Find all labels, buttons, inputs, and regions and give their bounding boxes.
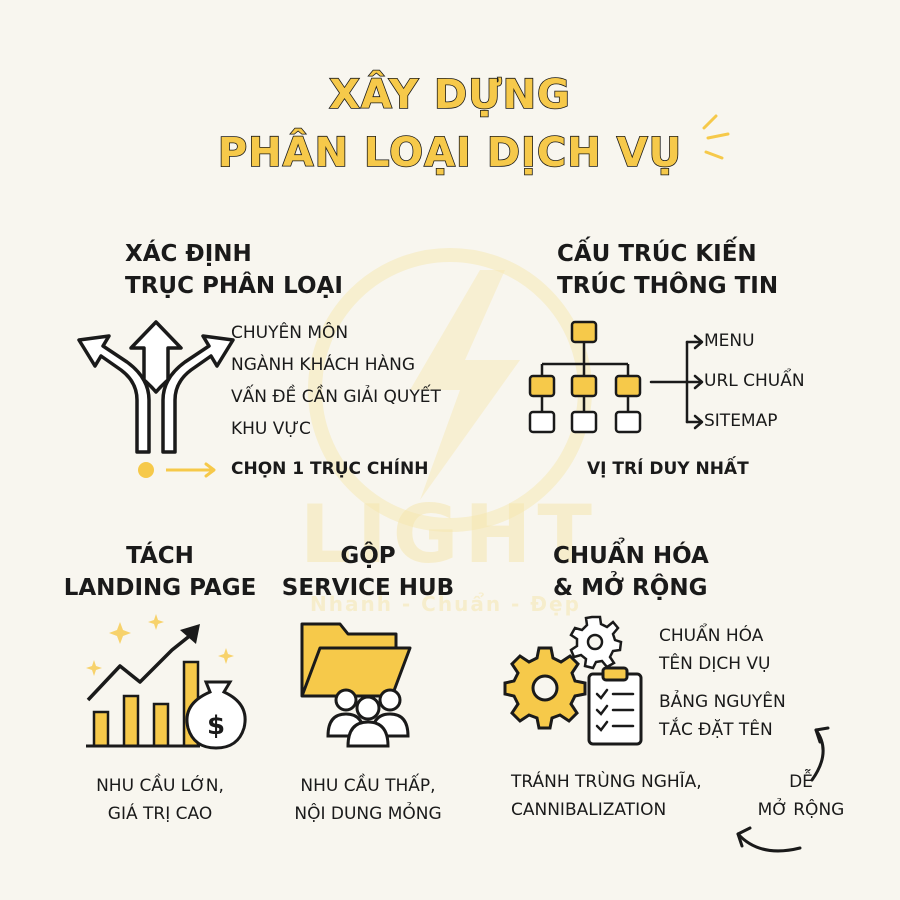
standard-item-1-line2: TÊN DỊCH VỤ bbox=[659, 654, 771, 674]
svg-text:$: $ bbox=[207, 711, 225, 741]
axis-item-2: NGÀNH KHÁCH HÀNG bbox=[231, 355, 416, 375]
standard-item-3-line1: TRÁNH TRÙNG NGHĨA, bbox=[511, 772, 702, 792]
folder-people-icon bbox=[300, 622, 412, 748]
dot-arrow-icon bbox=[138, 462, 216, 478]
ia-heading: CẤU TRÚC KIẾN TRÚC THÔNG TIN bbox=[557, 238, 778, 302]
standard-item-3: TRÁNH TRÙNG NGHĨA, CANNIBALIZATION bbox=[511, 768, 702, 824]
ia-heading-line1: CẤU TRÚC KIẾN bbox=[557, 241, 757, 267]
standard-item-3-line2: CANNIBALIZATION bbox=[511, 800, 667, 820]
page-title-line1: XÂY DỰNG bbox=[328, 71, 571, 119]
tree-structure-icon bbox=[528, 320, 704, 434]
axis-item-1: CHUYÊN MÔN bbox=[231, 323, 349, 343]
hub-caption-line2: NỘI DUNG MỎNG bbox=[294, 804, 442, 824]
hub-heading-line2: SERVICE HUB bbox=[281, 575, 455, 601]
ia-output-url: URL CHUẨN bbox=[704, 371, 805, 391]
hub-heading: GỘP SERVICE HUB bbox=[268, 540, 468, 604]
page-title-line2: PHÂN LOẠI DỊCH VỤ bbox=[217, 129, 683, 177]
watermark-brand: LIGHT bbox=[300, 488, 598, 581]
ia-output-menu: MENU bbox=[704, 331, 755, 351]
axis-conclusion: CHỌN 1 TRỤC CHÍNH bbox=[231, 459, 429, 479]
standard-heading: CHUẨN HÓA & MỞ RỘNG bbox=[553, 540, 709, 604]
hub-caption: NHU CẦU THẤP, NỘI DUNG MỎNG bbox=[268, 772, 468, 828]
standard-item-4-line1: DỄ bbox=[789, 772, 813, 792]
landing-heading-line1: TÁCH bbox=[126, 543, 194, 569]
cycle-arrows-icon bbox=[736, 726, 830, 853]
axis-item-4: KHU VỰC bbox=[231, 419, 311, 439]
gears-checklist-icon bbox=[503, 615, 643, 746]
sparkle-icon bbox=[702, 114, 730, 160]
ia-conclusion: VỊ TRÍ DUY NHẤT bbox=[587, 459, 749, 479]
growth-chart-money-bag-icon: $ bbox=[86, 614, 247, 750]
hub-heading-line1: GỘP bbox=[340, 543, 396, 569]
landing-caption: NHU CẦU LỚN, GIÁ TRỊ CAO bbox=[60, 772, 260, 828]
watermark-tagline: Nhanh - Chuẩn - Đẹp bbox=[310, 592, 581, 616]
standard-heading-line2: & MỞ RỘNG bbox=[553, 575, 708, 601]
axis-heading: XÁC ĐỊNH TRỤC PHÂN LOẠI bbox=[125, 238, 343, 302]
standard-heading-line1: CHUẨN HÓA bbox=[553, 543, 709, 569]
landing-caption-line2: GIÁ TRỊ CAO bbox=[107, 804, 213, 824]
axis-heading-line2: TRỤC PHÂN LOẠI bbox=[125, 273, 343, 299]
landing-heading-line2: LANDING PAGE bbox=[63, 575, 257, 601]
branching-arrows-icon bbox=[77, 320, 235, 454]
standard-item-4-line2: MỞ RỘNG bbox=[757, 800, 845, 820]
standard-item-2-line2: TẮC ĐẶT TÊN bbox=[659, 720, 773, 740]
landing-caption-line1: NHU CẦU LỚN, bbox=[96, 776, 224, 796]
landing-heading: TÁCH LANDING PAGE bbox=[60, 540, 260, 604]
axis-item-3: VẤN ĐỀ CẦN GIẢI QUYẾT bbox=[231, 387, 441, 407]
standard-item-1-line1: CHUẨN HÓA bbox=[659, 626, 764, 646]
axis-heading-line1: XÁC ĐỊNH bbox=[125, 241, 252, 267]
ia-heading-line2: TRÚC THÔNG TIN bbox=[557, 273, 779, 299]
standard-item-4: DỄ MỞ RỘNG bbox=[746, 768, 856, 824]
standard-item-2-line1: BẢNG NGUYÊN bbox=[659, 692, 786, 712]
hub-caption-line1: NHU CẦU THẤP, bbox=[300, 776, 436, 796]
standard-item-1: CHUẨN HÓA TÊN DỊCH VỤ bbox=[659, 622, 770, 678]
ia-output-sitemap: SITEMAP bbox=[704, 411, 778, 431]
standard-item-2: BẢNG NGUYÊN TẮC ĐẶT TÊN bbox=[659, 688, 786, 744]
